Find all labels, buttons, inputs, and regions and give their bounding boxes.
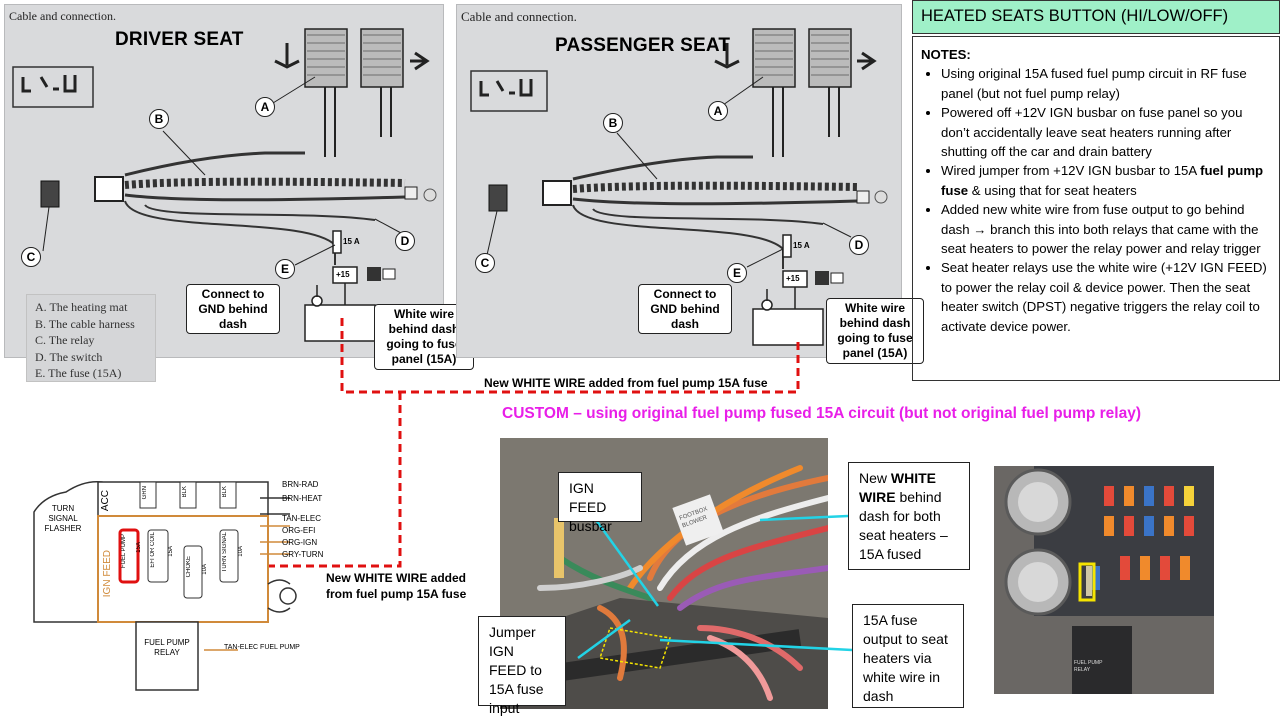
label-c-circle: C: [21, 247, 41, 267]
fuse-output-callout: 15A fuse output to seat heaters via whit…: [852, 604, 964, 708]
label-a-circle: A: [255, 97, 275, 117]
note-item: Wired jumper from +12V IGN busbar to 15A…: [941, 161, 1271, 200]
wire-tag: ORG-IGN: [282, 538, 318, 547]
fuse-block-art: [994, 466, 1214, 694]
label-c-circle: C: [475, 253, 495, 273]
notes-panel: NOTES: Using original 15A fused fuel pum…: [912, 36, 1280, 381]
passenger-caption: Cable and connection.: [461, 9, 577, 24]
relay-sticker-label: FUEL PUMP RELAY: [1074, 660, 1103, 673]
note-item: Added new white wire from fuse output to…: [941, 200, 1271, 258]
driver-caption: Cable and connection.: [9, 9, 116, 23]
label-a-circle: A: [708, 101, 728, 121]
fuse-rating-label: 15 A: [793, 241, 810, 250]
fuse-block-photo: FUEL PUMP RELAY: [994, 466, 1214, 694]
label-e-circle: E: [275, 259, 295, 279]
notes-list: Using original 15A fused fuel pump circu…: [921, 64, 1271, 336]
passenger-seat-title: PASSENGER SEAT: [555, 35, 731, 56]
custom-section-title: CUSTOM – using original fuel pump fused …: [502, 405, 1141, 422]
wire-tag: BRN-RAD: [282, 480, 319, 489]
wiring-photo: FOOTBOX BLOWER: [500, 438, 828, 709]
wire-tag: GRY-TURN: [282, 550, 324, 559]
legend-item: D. The switch: [35, 349, 103, 364]
fuel-pump-relay-label: FUEL PUMP RELAY: [144, 638, 190, 657]
note-item: Using original 15A fused fuel pump circu…: [941, 64, 1271, 103]
legend-item: A. The heating mat: [35, 300, 128, 314]
turn-flasher-label: TURN SIGNAL FLASHER: [44, 504, 82, 533]
driver-seat-title: DRIVER SEAT: [115, 29, 244, 50]
white-wire-callout: New WHITE WIRE behind dash for both seat…: [848, 462, 970, 570]
fuse-panel-outline: [33, 480, 297, 691]
driver-gnd-callout: Connect to GND behind dash: [186, 284, 280, 334]
wire-tag: BRN-HEAT: [282, 494, 323, 503]
wire-note-left: New WHITE WIRE added from fuel pump 15A …: [326, 571, 467, 601]
label-b-circle: B: [149, 109, 169, 129]
plus15-label: +15: [786, 274, 800, 283]
note-item: Seat heater relays use the white wire (+…: [941, 258, 1271, 336]
passenger-wiring-drawing: [470, 28, 888, 346]
note-item: Powered off +12V IGN busbar on fuse pane…: [941, 103, 1271, 161]
wiring-photo-art: [500, 438, 828, 709]
label-e-circle: E: [727, 263, 747, 283]
passenger-white-wire-callout: White wire behind dash going to fuse pan…: [826, 298, 924, 364]
fuse-rating-label: 15 A: [343, 237, 360, 246]
driver-wiring-drawing: [12, 28, 437, 342]
passenger-gnd-callout: Connect to GND behind dash: [638, 284, 732, 334]
tan-elec-label: TAN-ELEC FUEL PUMP: [224, 644, 300, 651]
ign-busbar-callout: IGN FEED busbar: [558, 472, 642, 534]
jumper-callout: Jumper IGN FEED to 15A fuse input: [478, 616, 566, 716]
notes-title: NOTES:: [921, 47, 971, 62]
legend-item: C. The relay: [35, 333, 95, 347]
wire-tag: TAN-ELEC: [282, 514, 321, 523]
page-title: HEATED SEATS BUTTON (HI/LOW/OFF): [912, 0, 1280, 34]
fuse-panel-diagram: TURN SIGNAL FLASHER ACC IGN FEED FUEL PU…: [24, 472, 324, 702]
wire-note-top: New WHITE WIRE added from fuel pump 15A …: [484, 376, 768, 390]
plus15-label: +15: [336, 270, 350, 279]
legend-item: E. The fuse (15A): [35, 366, 122, 380]
wire-tag: ORG-EFI: [282, 526, 316, 535]
label-d-circle: D: [849, 235, 869, 255]
component-legend: A. The heating mat B. The cable harness …: [26, 294, 156, 382]
label-b-circle: B: [603, 113, 623, 133]
legend-item: B. The cable harness: [35, 316, 135, 331]
label-d-circle: D: [395, 231, 415, 251]
